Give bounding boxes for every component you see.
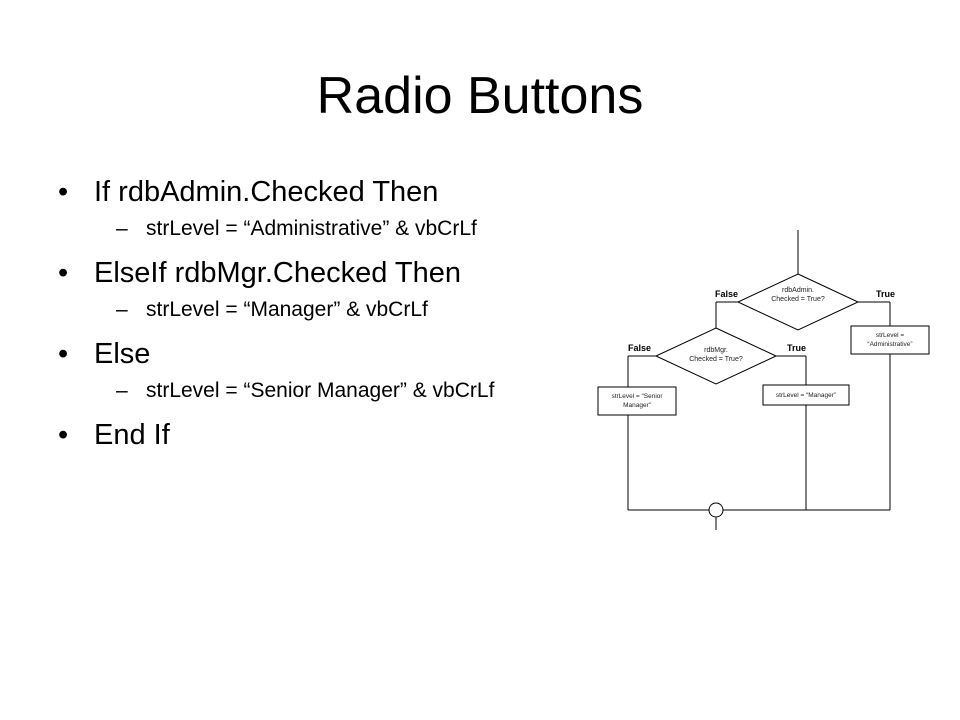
label-false-2: False <box>628 343 652 353</box>
bullet-dot: • <box>58 419 69 451</box>
bullet-elseif: • ElseIf rdbMgr.Checked Then <box>58 253 578 293</box>
sub-bullet-senior-manager: – strLevel = “Senior Manager” & vbCrLf <box>58 376 566 405</box>
box-senior-text: strLevel = “Senior Manager” <box>611 393 663 409</box>
decision-diamond-admin <box>736 273 860 331</box>
sub-bullet-text: strLevel = “Manager” & vbCrLf <box>146 298 428 321</box>
box-manager-text: strLevel = “Manager” <box>775 392 837 399</box>
label-true-2: True <box>787 343 807 353</box>
process-box-senior <box>597 386 677 416</box>
decision-diamond-manager <box>654 327 778 385</box>
merge-connector <box>708 502 724 518</box>
bullet-dot: • <box>58 338 69 370</box>
flowchart: rdbAdmin. Checked = True? rdbMgr. Checke… <box>596 230 942 532</box>
bullet-dot: • <box>58 257 69 289</box>
bullet-text: ElseIf rdbMgr.Checked Then <box>94 257 461 289</box>
sub-bullet-manager: – strLevel = “Manager” & vbCrLf <box>58 295 566 324</box>
sub-bullet-dash: – <box>116 298 128 321</box>
bullet-text: End If <box>94 419 170 451</box>
sub-bullet-administrative: – strLevel = “Administrative” & vbCrLf <box>58 214 566 243</box>
slide-title: Radio Buttons <box>316 67 644 125</box>
bullet-text: Else <box>94 338 151 370</box>
bullet-list: • If rdbAdmin.Checked Then – strLevel = … <box>58 172 578 455</box>
bullet-text: If rdbAdmin.Checked Then <box>94 176 439 208</box>
bullet-else: • Else <box>58 334 578 374</box>
sub-bullet-text: strLevel = “Senior Manager” & vbCrLf <box>146 379 495 402</box>
sub-bullet-text: strLevel = “Administrative” & vbCrLf <box>146 217 477 240</box>
sub-bullet-dash: – <box>116 217 128 240</box>
bullet-if: • If rdbAdmin.Checked Then <box>58 172 578 212</box>
label-true-1: True <box>876 289 896 299</box>
box-admin-text: strLevel = “Administrative” <box>867 332 913 348</box>
bullet-end-if: • End If <box>58 415 578 455</box>
flowchart-lines <box>597 230 930 530</box>
label-false-1: False <box>715 289 739 299</box>
bullet-dot: • <box>58 176 69 208</box>
decision-manager-text: rdbMgr. Checked = True? <box>689 347 743 363</box>
sub-bullet-dash: – <box>116 379 128 402</box>
decision-admin-text: rdbAdmin. Checked = True? <box>771 287 825 303</box>
